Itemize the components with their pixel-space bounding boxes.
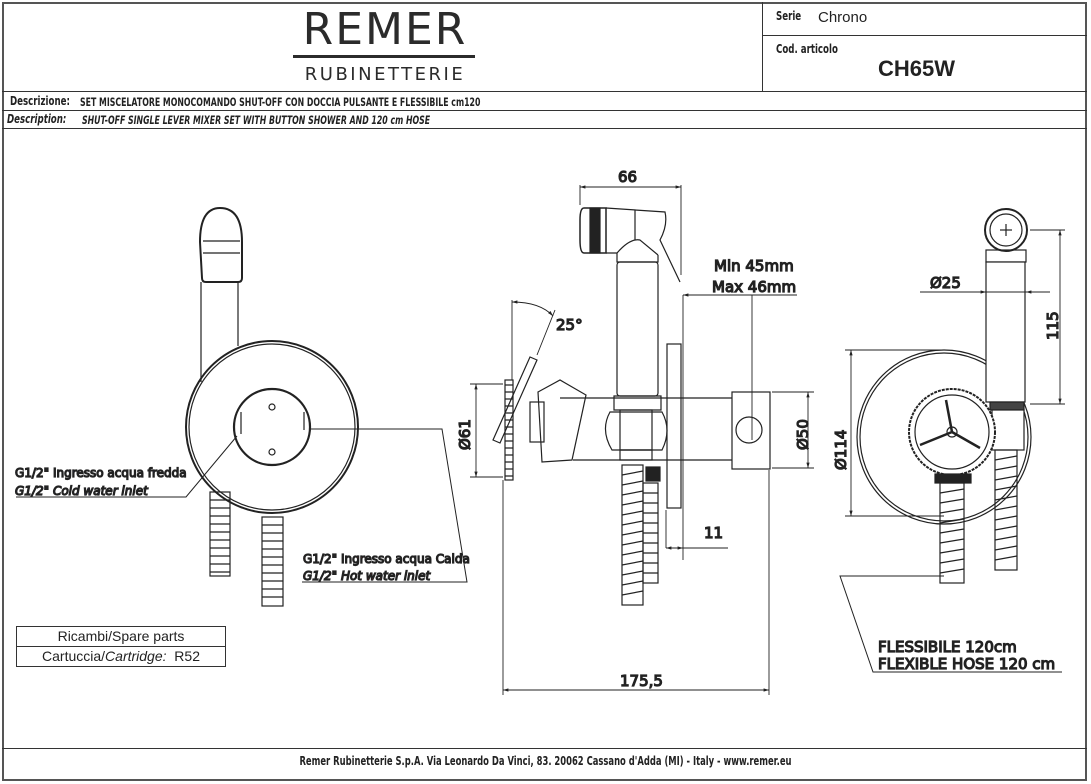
description-it-label: Descrizione: [10, 94, 70, 108]
brand-logo-bar [293, 55, 475, 58]
cold-inlet-it: G1/2" Ingresso acqua fredda [15, 466, 187, 480]
dim-plate: 11 [704, 524, 723, 542]
dim-total: 175,5 [620, 672, 663, 690]
cold-inlet-en: G1/2" Cold water inlet [15, 484, 149, 498]
dim-angle: 25° [556, 316, 583, 334]
footer: Remer Rubinetterie S.p.A. Via Leonardo D… [0, 754, 1091, 768]
description-en-label: Description: [7, 112, 67, 126]
back-view-dimensions [845, 229, 1065, 517]
header-bottom-line [2, 91, 1087, 92]
cartridge-label: Cartuccia/ [42, 648, 106, 664]
hose-label-en: FLEXIBLE HOSE 120 cm [878, 655, 1055, 673]
cartridge-row: Cartuccia/Cartridge: R52 [17, 646, 225, 666]
side-view [492, 207, 771, 606]
brand-subtitle: RUBINETTERIE [304, 64, 466, 85]
hot-inlet-it: G1/2" Ingresso acqua Calda [303, 552, 470, 566]
dim-d61: Ø61 [456, 419, 474, 450]
front-hose-left [209, 491, 231, 577]
dim-d50: Ø50 [794, 419, 812, 450]
description-it-text: SET MISCELATORE MONOCOMANDO SHUT-OFF CON… [80, 95, 481, 109]
hot-inlet-en: G1/2" Hot water inlet [303, 569, 431, 583]
serie-label: Serie [776, 9, 802, 23]
side-view-dimensions [470, 185, 814, 695]
dim-min: Min 45mm [714, 257, 794, 275]
header-divider [762, 2, 763, 91]
dim-shower-width: 66 [618, 168, 637, 186]
hose-label-it: FLESSIBILE 120cm [878, 638, 1017, 656]
dim-d25: Ø25 [930, 274, 961, 292]
code-label: Cod. articolo [776, 42, 838, 56]
dim-d114: Ø114 [832, 430, 850, 470]
spare-parts-title: Ricambi/Spare parts [57, 628, 185, 644]
front-view [16, 206, 468, 607]
footer-top-line [2, 748, 1087, 749]
description-en-text: SHUT-OFF SINGLE LEVER MIXER SET WITH BUT… [82, 113, 431, 127]
desc-divider [2, 110, 1087, 111]
cartridge-label-en: Cartridge: [105, 648, 167, 664]
brand-logo: REMER [302, 4, 468, 55]
product-code: CH65W [878, 56, 956, 81]
desc-bottom-line [2, 128, 1087, 129]
spare-parts-table: Ricambi/Spare parts Cartuccia/Cartridge:… [16, 626, 226, 667]
serie-divider [762, 35, 1087, 36]
dim-max: Max 46mm [712, 278, 796, 296]
dim-h115: 115 [1044, 311, 1062, 340]
front-hose-right [261, 516, 284, 607]
cartridge-code: R52 [174, 648, 200, 664]
serie-value: Chrono [818, 9, 868, 26]
footer-address: Remer Rubinetterie S.p.A. Via Leonardo D… [299, 754, 792, 768]
